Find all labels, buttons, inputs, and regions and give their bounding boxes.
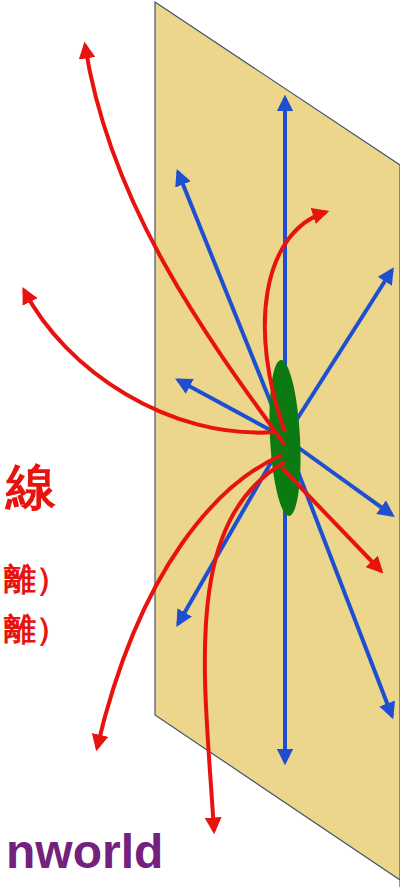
bulk-field-lines bbox=[24, 45, 381, 831]
brane-plane bbox=[155, 2, 400, 887]
in-brane-field-lines bbox=[178, 98, 392, 762]
title-fragment: nworld bbox=[6, 828, 163, 876]
range-label: 離） bbox=[4, 563, 68, 595]
range-label: 離） bbox=[4, 613, 68, 645]
field-line-label: 線 bbox=[6, 462, 56, 512]
